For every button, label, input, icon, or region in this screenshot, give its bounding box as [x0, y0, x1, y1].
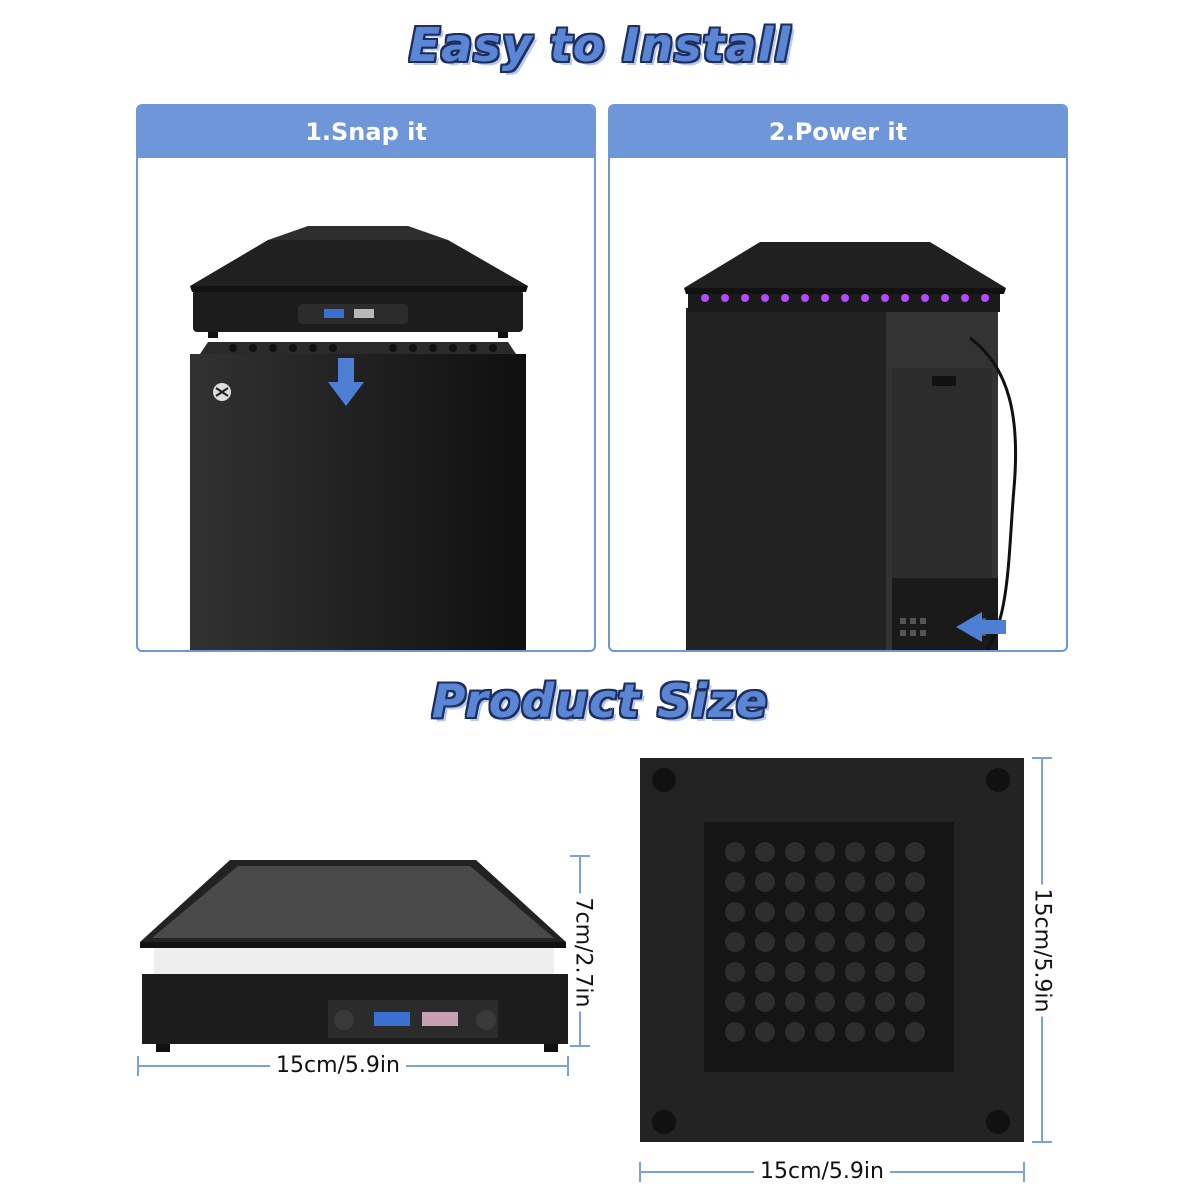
- step-title-snap: 1.Snap it: [138, 106, 594, 158]
- foot-icon: [986, 768, 1010, 792]
- arrow-left-icon: [956, 612, 1006, 642]
- foot-icon: [986, 1110, 1010, 1134]
- usb-port-icon: [324, 309, 344, 318]
- bottom-width-label: 15cm/5.9in: [754, 1159, 890, 1184]
- console-vent: [200, 342, 516, 354]
- bottom-view-diagram: [639, 757, 1052, 1182]
- snap-illustration: [190, 226, 528, 650]
- usb-port-icon: [422, 1012, 458, 1026]
- cooler-lid: [684, 242, 1006, 288]
- side-view-port-icon: [476, 1010, 496, 1030]
- side-view-diagram: [137, 855, 590, 1076]
- side-view-light-strip: [154, 948, 554, 974]
- console-back-panel: [892, 578, 998, 650]
- usb-port-icon: [354, 309, 374, 318]
- foot-icon: [652, 768, 676, 792]
- step-title-power: 2.Power it: [610, 106, 1066, 158]
- power-cable: [969, 336, 1018, 650]
- power-illustration: [684, 242, 1018, 650]
- foot-icon: [652, 1110, 676, 1134]
- cooler-lid: [190, 240, 528, 286]
- step-panel-power: 2.Power it: [608, 104, 1068, 652]
- side-height-label: 7cm/2.7in: [570, 893, 596, 1012]
- easy-to-install-heading: Easy to Install: [408, 18, 792, 72]
- step-panel-snap: 1.Snap it: [136, 104, 596, 652]
- product-size-heading: Product Size: [431, 674, 769, 728]
- usb-port-icon: [374, 1012, 410, 1026]
- bottom-height-label: 15cm/5.9in: [1029, 884, 1055, 1017]
- side-view-port-icon: [334, 1010, 354, 1030]
- side-width-label: 15cm/5.9in: [270, 1053, 406, 1078]
- arrow-down-icon: [328, 358, 364, 406]
